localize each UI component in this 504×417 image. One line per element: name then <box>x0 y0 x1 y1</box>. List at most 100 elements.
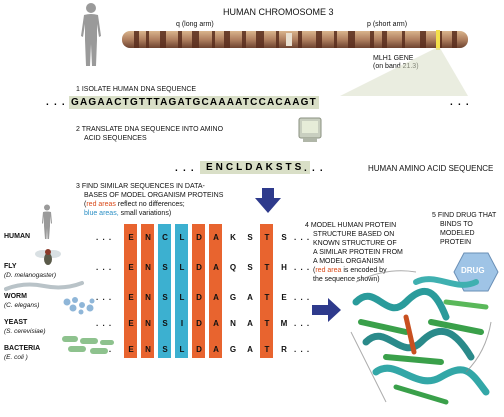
red-area-note: red area <box>315 267 342 274</box>
alignment-dots-right: . . . <box>294 319 311 328</box>
alignment-residue: E <box>128 293 134 302</box>
alignment-dots-right: . . . <box>294 345 311 354</box>
alignment-residue: A <box>247 319 253 328</box>
step-1-label: 1 ISOLATE HUMAN DNA SEQUENCE <box>76 86 197 93</box>
alignment-residue: S <box>162 319 168 328</box>
alignment-column-blue <box>158 224 171 358</box>
organism-scientific-name: (D. melanogaster) <box>4 272 57 279</box>
alignment-residue: A <box>247 293 253 302</box>
step-5-label-line4: PROTEIN <box>440 239 472 246</box>
step-5-label-line1: 5 FIND DRUG THAT <box>432 212 497 219</box>
alignment-residue: D <box>196 293 202 302</box>
alignment-dots-left: . . . <box>96 263 113 272</box>
fly-icon <box>35 249 61 265</box>
chromosome-title: HUMAN CHROMOSOME 3 <box>223 7 334 17</box>
alignment-residue: L <box>179 293 185 302</box>
alignment-dots-left: . . . <box>96 319 113 328</box>
alignment-residue: D <box>196 345 202 354</box>
alignment-residue: E <box>128 345 134 354</box>
protein-structure-model <box>350 270 492 405</box>
alignment-residue: D <box>196 263 202 272</box>
alignment-residue: I <box>180 319 184 328</box>
step-4-label-line5: A MODEL ORGANISM <box>313 258 384 265</box>
alignment-column-red <box>192 224 205 358</box>
alignment-residue: S <box>281 233 287 242</box>
alignment-residue: M <box>280 319 288 328</box>
alignment-residue: E <box>128 263 134 272</box>
aa-dots-right: . . . <box>304 163 324 174</box>
alignment-dots-left: . . . <box>96 293 113 302</box>
alignment-residue: E <box>128 233 134 242</box>
alignment-residue: S <box>247 233 253 242</box>
step-2-label-line2: ACID SEQUENCES <box>84 135 147 142</box>
blue-areas-note: blue areas, <box>84 210 119 217</box>
small-variations-note: small variations) <box>118 210 172 217</box>
alignment-residue: E <box>281 293 287 302</box>
alignment-residue: N <box>145 263 151 272</box>
alignment-dots-right: . . . <box>294 263 311 272</box>
human-figure-icon <box>81 3 101 66</box>
step-3-label-line2: BASES OF MODEL ORGANISM PROTEINS <box>84 192 224 199</box>
alignment-residue: H <box>281 263 287 272</box>
step-3-note-line1: (red areas reflect no differences; <box>84 201 185 208</box>
step-4-note-line2: the sequence shown) <box>313 276 380 283</box>
alignment-residue: S <box>247 263 253 272</box>
alignment-residue: T <box>264 293 270 302</box>
dna-dots-left: . . . <box>46 97 66 108</box>
alignment-residue: E <box>128 319 134 328</box>
aa-sequence: ENCLDAKSTS <box>200 161 311 174</box>
alignment-residue: S <box>162 293 168 302</box>
alignment-residue: T <box>264 345 270 354</box>
organism-name: FLY <box>4 263 17 270</box>
red-areas-note: red areas <box>86 201 116 208</box>
mlh1-gene-label: MLH1 GENE <box>373 55 414 62</box>
alignment-residue: G <box>229 345 237 354</box>
alignment-residue: S <box>162 263 168 272</box>
organism-name: WORM <box>4 293 27 300</box>
alignment-residue: L <box>179 233 185 242</box>
computer-icon <box>298 117 322 142</box>
alignment-residue: A <box>213 233 219 242</box>
step-4-label-line1: 4 MODEL HUMAN PROTEIN <box>305 222 397 229</box>
alignment-residue: G <box>229 293 237 302</box>
no-differences-note: reflect no differences; <box>115 201 185 208</box>
aa-sequence-label: HUMAN AMINO ACID SEQUENCE <box>368 164 494 173</box>
alignment-column-red <box>260 224 273 358</box>
alignment-dots-right: . . . <box>294 293 311 302</box>
alignment-residue: S <box>162 345 168 354</box>
step-4-label-line2: STRUCTURE BASED ON <box>313 231 395 238</box>
alignment-dots-left: . . . <box>96 233 113 242</box>
alignment-residue: L <box>179 263 185 272</box>
organism-name: BACTERIA <box>4 345 41 352</box>
alignment-residue: A <box>213 319 219 328</box>
alignment-column-blue <box>175 224 188 358</box>
alignment-residue: A <box>213 293 219 302</box>
dna-dots-right: . . . <box>450 97 470 108</box>
drug-label: DRUG <box>461 266 485 275</box>
step-4-label-line3: KNOWN STRUCTURE OF <box>313 240 397 247</box>
alignment-column-red <box>124 224 137 358</box>
step-5-label-line3: MODELED <box>440 230 475 237</box>
alignment-residue: A <box>247 345 253 354</box>
alignment-residue: K <box>230 233 236 242</box>
step-3-note-line2: blue areas, small variations) <box>84 210 171 218</box>
alignment-residue: N <box>145 233 151 242</box>
alignment-residue: R <box>281 345 287 354</box>
step-5-label-line2: BINDS TO <box>440 221 473 228</box>
alignment-column-red <box>209 224 222 358</box>
alignment-residue: D <box>196 233 202 242</box>
alignment-residue: N <box>145 293 151 302</box>
step-4-note-line1: (red area is encoded by <box>313 267 387 274</box>
alignment-column-red <box>141 224 154 358</box>
alignment-dots-right: . . . <box>294 233 311 242</box>
bacteria-icon <box>62 336 114 354</box>
drug-hexagon <box>453 252 499 292</box>
alignment-residue: Q <box>229 263 237 272</box>
step-4-label-line4: A SIMILAR PROTEIN FROM <box>313 249 403 256</box>
organism-name: HUMAN <box>4 233 31 240</box>
q-arm-label: q (long arm) <box>176 21 214 28</box>
aa-dots-left: . . . <box>175 163 195 174</box>
yeast-icon <box>63 297 95 315</box>
step-2-label-line1: 2 TRANSLATE DNA SEQUENCE INTO AMINO <box>76 126 224 133</box>
